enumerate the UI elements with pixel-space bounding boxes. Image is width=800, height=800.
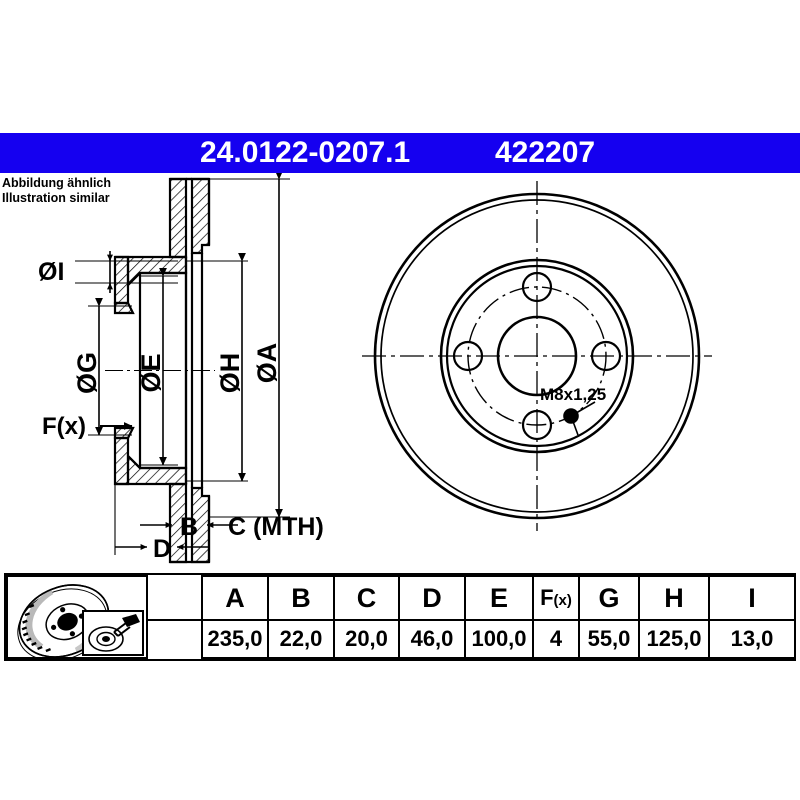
section-friction-ring-upper (168, 177, 211, 259)
table-value-row: 235,0 22,0 20,0 46,0 100,0 4 55,0 125,0 … (7, 619, 796, 659)
table-header-g: G (578, 574, 640, 622)
cross-section-view: ØI ØG ØE ØH ØA (38, 173, 324, 564)
table-value-fx: 4 (532, 619, 580, 659)
label-dim-d: D (153, 535, 171, 563)
table-header-c: C (333, 574, 400, 622)
header-bar (0, 133, 800, 173)
section-hub-upper (113, 255, 188, 315)
table-value-d: 46,0 (398, 619, 466, 659)
specification-table: A B C D E F(x) G H I 235,0 22,0 20,0 46,… (4, 573, 796, 661)
table-header-row: A B C D E F(x) G H I (6, 574, 796, 659)
table-value-c: 20,0 (333, 619, 400, 659)
table-header-fx: F(x) (532, 574, 580, 622)
label-diameter-h: ØH (215, 353, 245, 394)
label-force-fx: F(x) (42, 413, 86, 440)
table-header-fx-sub: (x) (553, 592, 572, 610)
illustration-similar-caption: Abbildung ähnlich Illustration similar (2, 176, 172, 206)
spec-table-grid: A B C D E F(x) G H I 235,0 22,0 20,0 46,… (6, 574, 796, 659)
section-hub-lower (113, 426, 188, 486)
dimension-d: D (114, 484, 210, 563)
table-header-e: E (464, 574, 534, 622)
label-diameter-e: ØE (136, 353, 166, 392)
label-thread-m8: M8x1,25 (540, 385, 606, 404)
product-photo-cell (6, 575, 148, 659)
table-value-h: 125,0 (638, 619, 710, 659)
dimension-c-mth: C (MTH) (228, 513, 324, 541)
measurement-icon (82, 610, 144, 656)
table-value-e: 100,0 (464, 619, 534, 659)
dimension-diameter-g: ØG (72, 298, 132, 436)
label-dim-c-mth: C (MTH) (228, 513, 324, 541)
table-value-b: 22,0 (267, 619, 335, 659)
table-header-a: A (201, 574, 269, 622)
section-edges (170, 177, 209, 564)
drawing-canvas: ØI ØG ØE ØH ØA (38, 173, 712, 564)
label-diameter-a: ØA (252, 343, 282, 384)
label-diameter-g: ØG (72, 352, 102, 394)
dimension-diameter-e: ØE (136, 268, 178, 466)
label-dim-b: B (180, 513, 198, 541)
caption-line-en: Illustration similar (2, 191, 110, 205)
callout-force-fx: F(x) (42, 413, 133, 440)
table-header-d: D (398, 574, 466, 622)
dimension-b: B (140, 513, 238, 541)
table-value-i: 13,0 (708, 619, 796, 659)
thread-hole-callout: M8x1,25 (540, 385, 606, 436)
table-value-g: 55,0 (578, 619, 640, 659)
article-number: 422207 (495, 136, 596, 169)
technical-drawing: ØI ØG ØE ØH ØA (0, 173, 800, 568)
table-header-h: H (638, 574, 710, 622)
table-spacer-cell (147, 576, 203, 622)
dimension-diameter-a: ØA (209, 173, 290, 518)
table-value-a: 235,0 (201, 619, 269, 659)
table-header-b: B (267, 574, 335, 622)
caption-line-de: Abbildung ähnlich (2, 176, 112, 190)
dimension-diameter-i: ØI (38, 251, 178, 293)
label-diameter-i: ØI (38, 258, 64, 286)
table-header-fx-main: F (540, 585, 554, 611)
table-header-i: I (708, 574, 796, 622)
face-view: M8x1,25 (362, 181, 712, 531)
table-spacer-cell-2 (147, 619, 203, 658)
dimension-diameter-h: ØH (186, 253, 248, 482)
part-number: 24.0122-0207.1 (200, 136, 411, 169)
